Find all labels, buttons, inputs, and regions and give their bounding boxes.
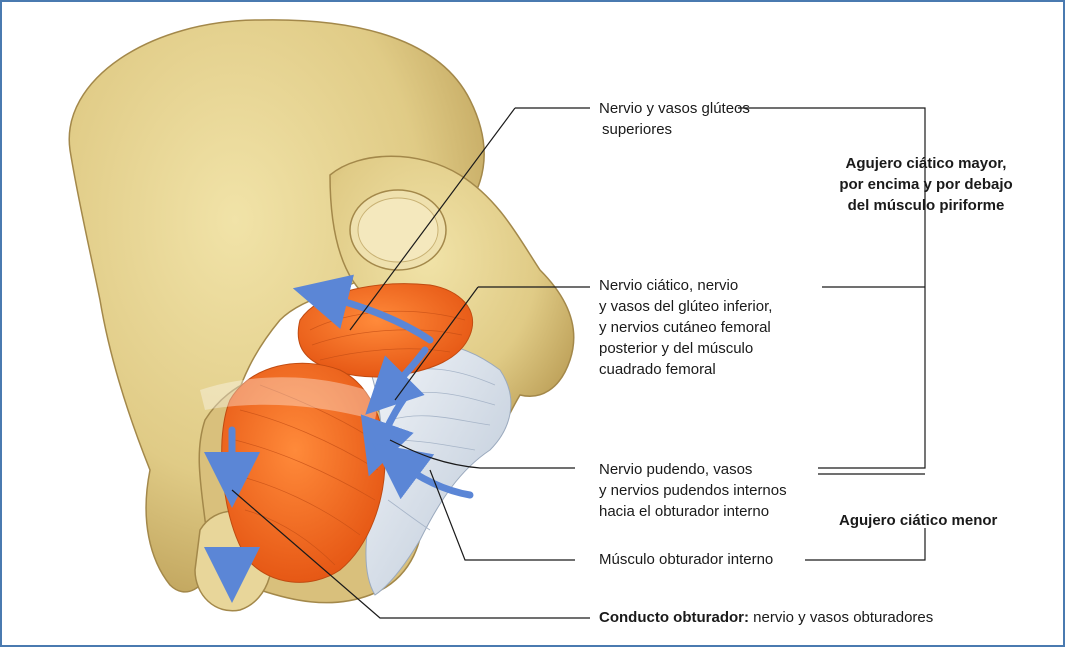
label-superior-gluteal: Nervio y vasos glúteos superiores [599,98,750,140]
sacrotuberous-ligament [366,344,511,595]
label-pudendal-line2: y nervios pudendos internos [599,480,787,501]
label-sciatic-line1: Nervio ciático, nervio [599,275,772,296]
label-pudendal-line3: hacia el obturador interno [599,501,787,522]
label-lesser-sciatic-foramen: Agujero ciático menor [839,510,997,531]
label-obturator-canal: Conducto obturador: nervio y vasos obtur… [599,607,933,628]
label-greater-line2: por encima y por debajo [815,174,1037,195]
label-obturator-canal-desc: nervio y vasos obturadores [749,609,933,626]
label-greater-line1: Agujero ciático mayor, [815,153,1037,174]
label-sciatic-line4: posterior y del músculo [599,338,772,359]
label-sciatic-line3: y nervios cutáneo femoral [599,317,772,338]
label-sciatic-line5: cuadrado femoral [599,359,772,380]
label-sciatic-nerve: Nervio ciático, nervio y vasos del glúte… [599,275,772,380]
label-superior-gluteal-line2: superiores [599,119,750,140]
label-pudendal-line1: Nervio pudendo, vasos [599,459,787,480]
label-pudendal-nerve: Nervio pudendo, vasos y nervios pudendos… [599,459,787,522]
label-sciatic-line2: y vasos del glúteo inferior, [599,296,772,317]
label-superior-gluteal-line1: Nervio y vasos glúteos [599,98,750,119]
label-obturator-canal-title: Conducto obturador: [599,609,749,626]
label-obturator-internus: Músculo obturador interno [599,549,773,570]
label-greater-sciatic-foramen: Agujero ciático mayor, por encima y por … [815,153,1037,216]
label-greater-line3: del músculo piriforme [815,195,1037,216]
